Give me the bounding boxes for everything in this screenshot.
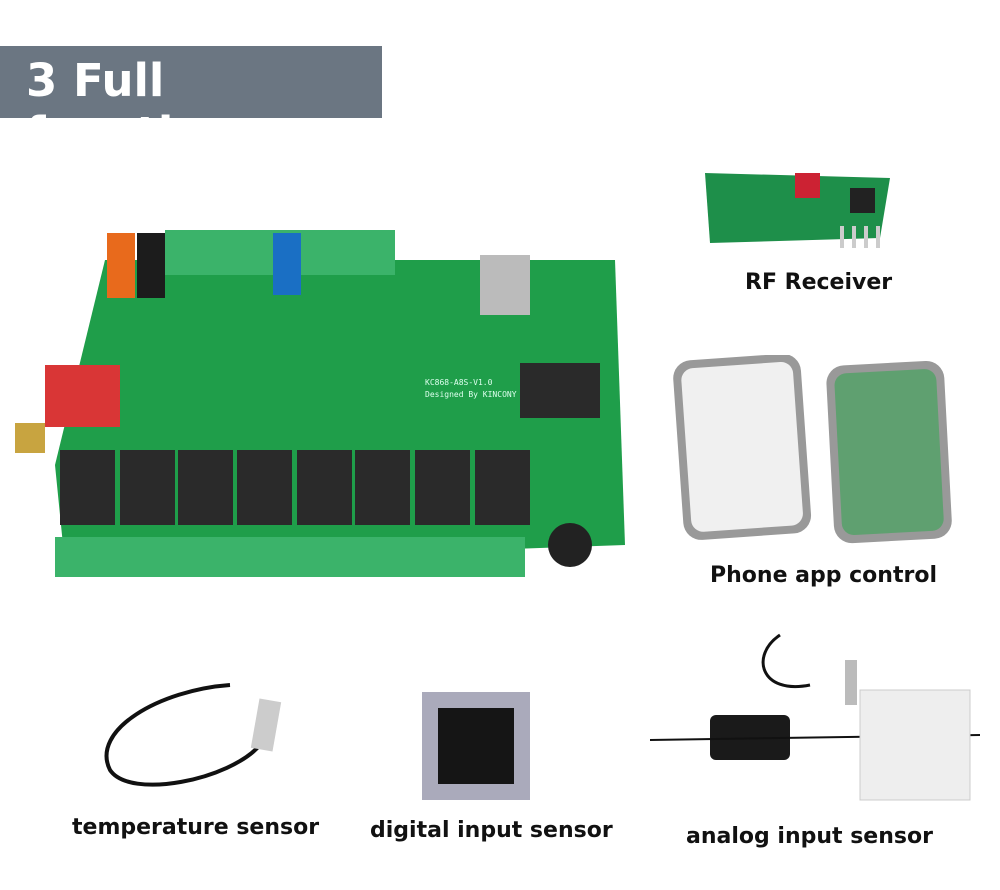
analog-input-sensor-image (650, 633, 980, 801)
title-banner: 3 Full function (0, 46, 382, 160)
temperature-sensor-caption: temperature sensor (72, 815, 320, 840)
phone-app-caption: Phone app control (710, 563, 937, 588)
board-model-label: KC868-A8S-V1.0 (425, 378, 493, 387)
analog-input-sensor-caption: analog input sensor (686, 824, 933, 849)
board-designer-label: Designed By KINCONY (425, 390, 517, 399)
rf-receiver-image (705, 173, 890, 248)
controller-board-image: KC868-A8S-V1.0 Designed By KINCONY (15, 230, 625, 577)
title: 3 Full function (26, 54, 237, 160)
phone-app-image (673, 355, 952, 544)
digital-input-sensor-image (422, 692, 530, 800)
temperature-sensor-image (104, 683, 282, 787)
rf-receiver-caption: RF Receiver (745, 270, 893, 295)
digital-input-sensor-caption: digital input sensor (370, 818, 613, 843)
